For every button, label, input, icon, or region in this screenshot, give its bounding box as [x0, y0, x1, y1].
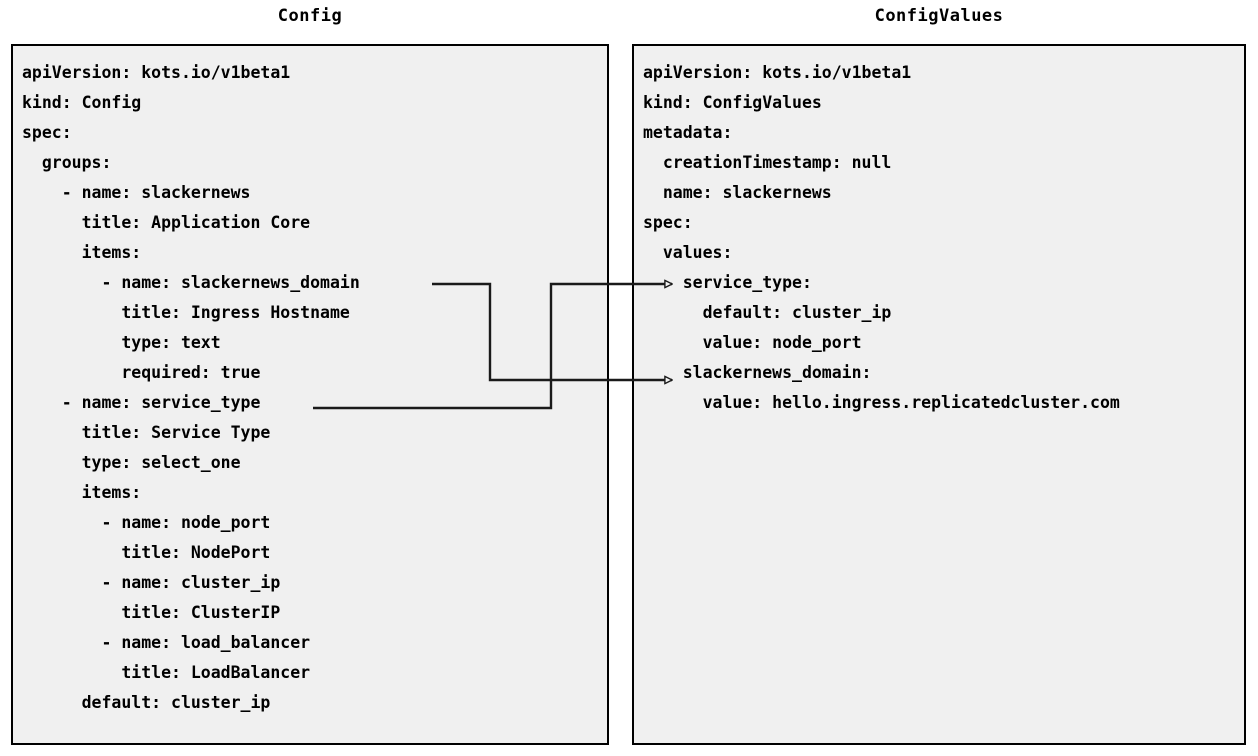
config-yaml-line: title: Application Core: [22, 213, 311, 232]
configvalues-yaml-line: slackernews_domain:: [643, 363, 872, 382]
config-yaml-line: title: ClusterIP: [22, 603, 281, 622]
config-yaml-line: items:: [22, 243, 142, 262]
config-yaml-line: items:: [22, 483, 142, 502]
configvalues-yaml-block: apiVersion: kots.io/v1beta1 kind: ConfigV…: [634, 46, 1120, 418]
config-yaml-line: spec:: [22, 123, 72, 142]
configvalues-yaml-line: value: hello.ingress.replicatedcluster.c…: [643, 393, 1120, 412]
config-yaml-block: apiVersion: kots.io/v1beta1 kind: Config s…: [13, 46, 360, 718]
config-yaml-line: title: Service Type: [22, 423, 271, 442]
config-yaml-line: type: select_one: [22, 453, 241, 472]
config-yaml-line: - name: node_port: [22, 513, 271, 532]
config-yaml-line: - name: service_type: [22, 393, 261, 412]
config-yaml-line: apiVersion: kots.io/v1beta1: [22, 63, 291, 82]
config-yaml-line: kind: Config: [22, 93, 142, 112]
config-panel: apiVersion: kots.io/v1beta1 kind: Config s…: [11, 44, 609, 745]
configvalues-yaml-line: name: slackernews: [643, 183, 832, 202]
configvalues-yaml-line: spec:: [643, 213, 693, 232]
config-yaml-line: title: Ingress Hostname: [22, 303, 350, 322]
configvalues-yaml-line: values:: [643, 243, 733, 262]
configvalues-yaml-line: service_type:: [643, 273, 812, 292]
config-yaml-line: - name: slackernews: [22, 183, 251, 202]
configvalues-yaml-line: apiVersion: kots.io/v1beta1: [643, 63, 912, 82]
configvalues-panel: apiVersion: kots.io/v1beta1 kind: ConfigV…: [632, 44, 1246, 745]
config-yaml-line: groups:: [22, 153, 112, 172]
configvalues-yaml-line: kind: ConfigValues: [643, 93, 822, 112]
config-yaml-line: title: LoadBalancer: [22, 663, 311, 682]
config-yaml-line: - name: load_balancer: [22, 633, 311, 652]
config-yaml-line: - name: slackernews_domain: [22, 273, 360, 292]
configvalues-yaml-line: creationTimestamp: null: [643, 153, 892, 172]
panel-title-config: Config: [277, 6, 343, 26]
configvalues-yaml-line: metadata:: [643, 123, 733, 142]
config-yaml-line: required: true: [22, 363, 261, 382]
config-yaml-line: - name: cluster_ip: [22, 573, 281, 592]
config-yaml-line: default: cluster_ip: [22, 693, 271, 712]
config-yaml-line: title: NodePort: [22, 543, 271, 562]
panel-title-configvalues: ConfigValues: [874, 6, 1004, 26]
configvalues-yaml-line: default: cluster_ip: [643, 303, 892, 322]
configvalues-yaml-line: value: node_port: [643, 333, 862, 352]
config-yaml-line: type: text: [22, 333, 221, 352]
